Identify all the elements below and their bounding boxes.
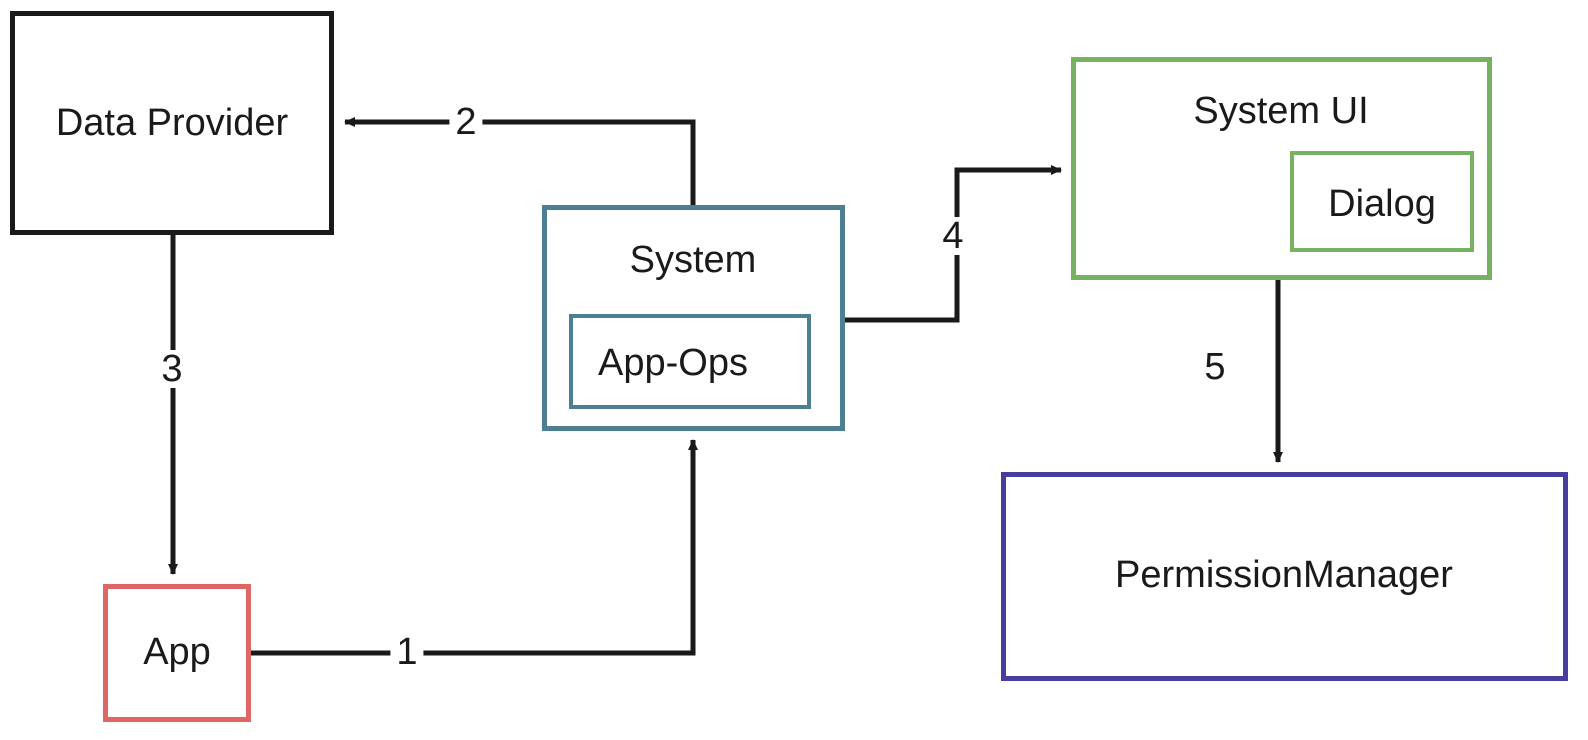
node-label-data-provider: Data Provider xyxy=(55,102,289,144)
node-label-dialog: Dialog xyxy=(1328,183,1436,225)
edge-label-2: 2 xyxy=(449,103,483,141)
connector-1 xyxy=(251,439,698,656)
node-app[interactable] xyxy=(103,584,251,722)
node-data-provider[interactable] xyxy=(10,11,334,235)
node-dialog[interactable] xyxy=(1290,151,1474,252)
node-label-system-ui: System UI xyxy=(1193,90,1369,132)
node-permission-manager[interactable] xyxy=(1001,472,1568,681)
edge-label-4: 4 xyxy=(936,217,970,255)
edge-label-3: 3 xyxy=(155,350,189,388)
node-label-app: App xyxy=(143,631,211,673)
node-app-ops[interactable] xyxy=(569,314,811,409)
node-label-permission-manager: PermissionManager xyxy=(1115,554,1453,596)
node-label-app-ops: App-Ops xyxy=(598,342,748,384)
edge-label-1: 1 xyxy=(390,633,424,671)
connector-2 xyxy=(344,117,696,205)
edge-label-5: 5 xyxy=(1198,348,1232,386)
node-label-system: System xyxy=(629,239,757,281)
